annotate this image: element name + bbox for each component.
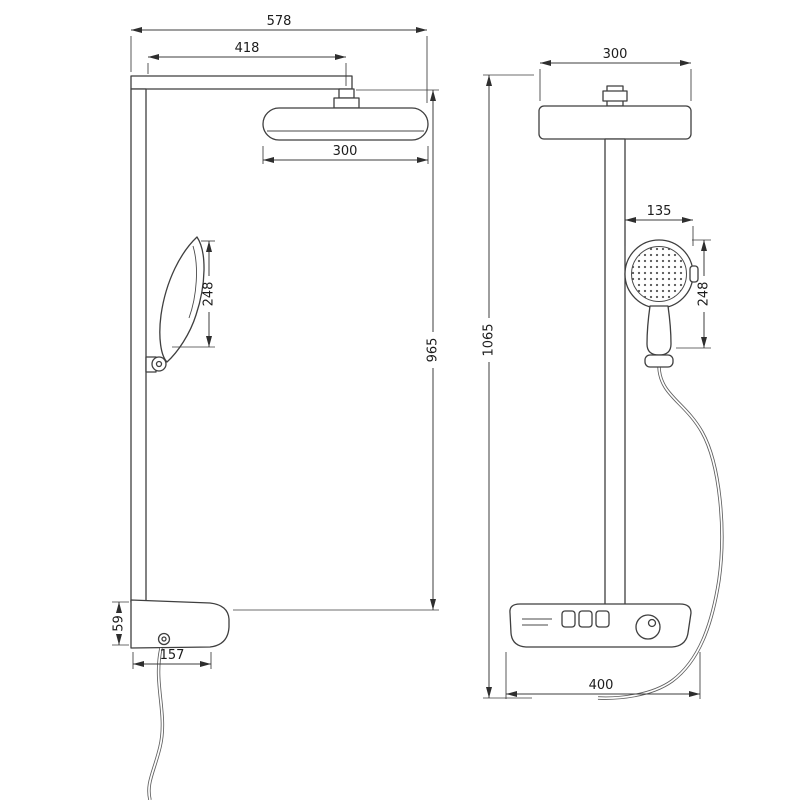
hand-shower-holder xyxy=(644,354,674,368)
dim-side-shelf-depth: 157 xyxy=(132,648,212,669)
hand-shower-side xyxy=(145,236,205,373)
riser-pipe-front xyxy=(604,138,626,606)
dim-label-hand-shower-length-front: 248 xyxy=(697,282,712,307)
head-stem-side xyxy=(338,88,355,99)
rain-head-side xyxy=(262,107,429,141)
dim-label-shelf-depth: 157 xyxy=(160,648,185,663)
dial-marker xyxy=(647,618,657,628)
front-view: 300 1065 135 248 xyxy=(482,47,724,700)
dim-side-shelf-height: 59 xyxy=(112,601,129,646)
dim-side-overall-width: 578 xyxy=(130,14,428,103)
hose-core xyxy=(148,647,164,800)
function-button-3 xyxy=(595,610,610,628)
temperature-dial xyxy=(635,614,661,640)
head-nut-side xyxy=(333,97,360,109)
hose-outlet-center xyxy=(161,636,167,642)
hose-core xyxy=(597,366,723,700)
dim-label-overall-width: 578 xyxy=(267,14,292,29)
dim-label-arm-reach: 418 xyxy=(235,41,260,56)
mode-button xyxy=(689,265,699,283)
dim-front-head-width: 300 xyxy=(539,47,692,101)
dim-side-head-diameter: 300 xyxy=(262,144,429,164)
hand-shower-front xyxy=(624,239,699,368)
function-button-1 xyxy=(561,610,576,628)
dim-front-hand-shower-width: 135 xyxy=(624,204,694,246)
riser-pipe-side xyxy=(130,88,147,603)
shower-hose-front xyxy=(597,366,724,700)
hand-shower-handle xyxy=(646,305,672,356)
shower-hose-side xyxy=(147,647,165,800)
side-view: 578 418 300 248 xyxy=(112,14,441,800)
dim-label-column-height: 965 xyxy=(426,338,441,363)
dim-front-overall-height: 1065 xyxy=(482,74,534,699)
valve-shelf-front xyxy=(509,603,692,648)
dim-label-hand-shower-length: 248 xyxy=(202,282,217,307)
dim-label-shelf-height: 59 xyxy=(112,615,127,632)
shower-arm-side xyxy=(130,75,353,90)
function-button-2 xyxy=(578,610,593,628)
shelf-body-side xyxy=(130,599,230,649)
dim-side-column-height: 965 xyxy=(233,89,441,611)
bracket-knob-center xyxy=(155,360,163,368)
dim-label-shelf-width: 400 xyxy=(589,678,614,693)
dim-front-shelf-width: 400 xyxy=(505,652,701,699)
dim-side-hand-shower-length: 248 xyxy=(172,240,217,348)
dim-label-overall-height: 1065 xyxy=(482,323,497,356)
dim-front-hand-shower-length: 248 xyxy=(676,239,712,349)
dim-side-arm-reach: 418 xyxy=(147,41,347,86)
dim-label-head-width: 300 xyxy=(603,47,628,62)
dim-label-hand-shower-width: 135 xyxy=(647,204,672,219)
hand-shower-detail-line xyxy=(188,245,197,319)
hand-shower-body-side xyxy=(159,236,205,363)
rain-head-front xyxy=(538,105,692,140)
head-nut-front xyxy=(602,90,628,102)
valve-shelf-side xyxy=(130,599,230,649)
dim-label-head-diameter: 300 xyxy=(333,144,358,159)
spray-face xyxy=(631,246,687,302)
